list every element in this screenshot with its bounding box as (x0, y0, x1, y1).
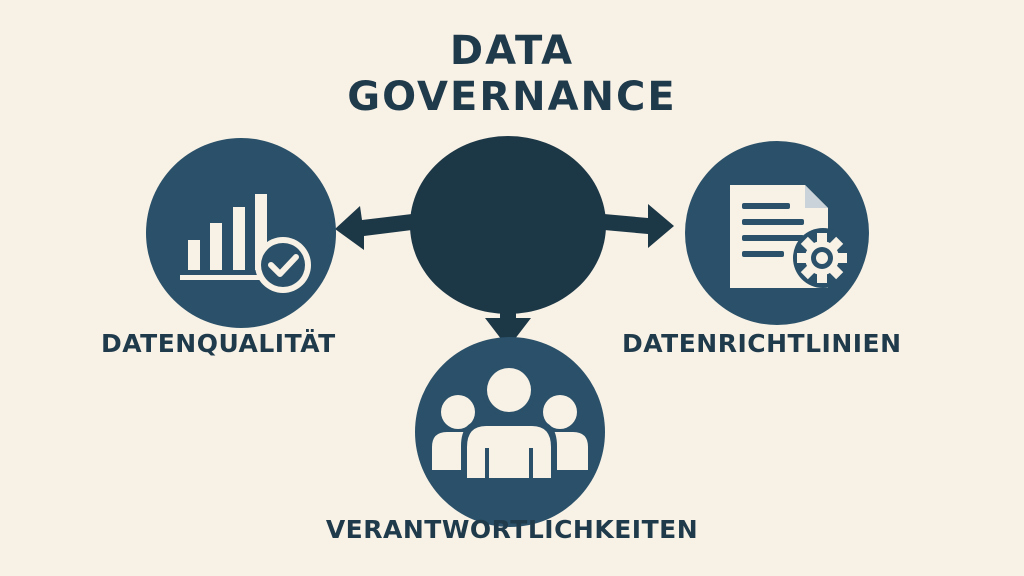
center-node (410, 136, 606, 314)
arrow-right (604, 204, 674, 248)
responsibilities-label: VERANTWORTLICHKEITEN (325, 515, 699, 544)
document-gear-icon (730, 185, 853, 288)
policies-label: DATENRICHTLINIEN (622, 329, 902, 358)
title-line-1: DATA (449, 28, 575, 74)
title-line-2: GOVERNANCE (347, 74, 677, 120)
arrow-left (335, 206, 412, 250)
quality-label: DATENQUALITÄT (101, 329, 336, 358)
bar-chart-check-icon (180, 194, 311, 293)
arrow-down (485, 300, 531, 348)
people-group-icon (432, 363, 588, 478)
